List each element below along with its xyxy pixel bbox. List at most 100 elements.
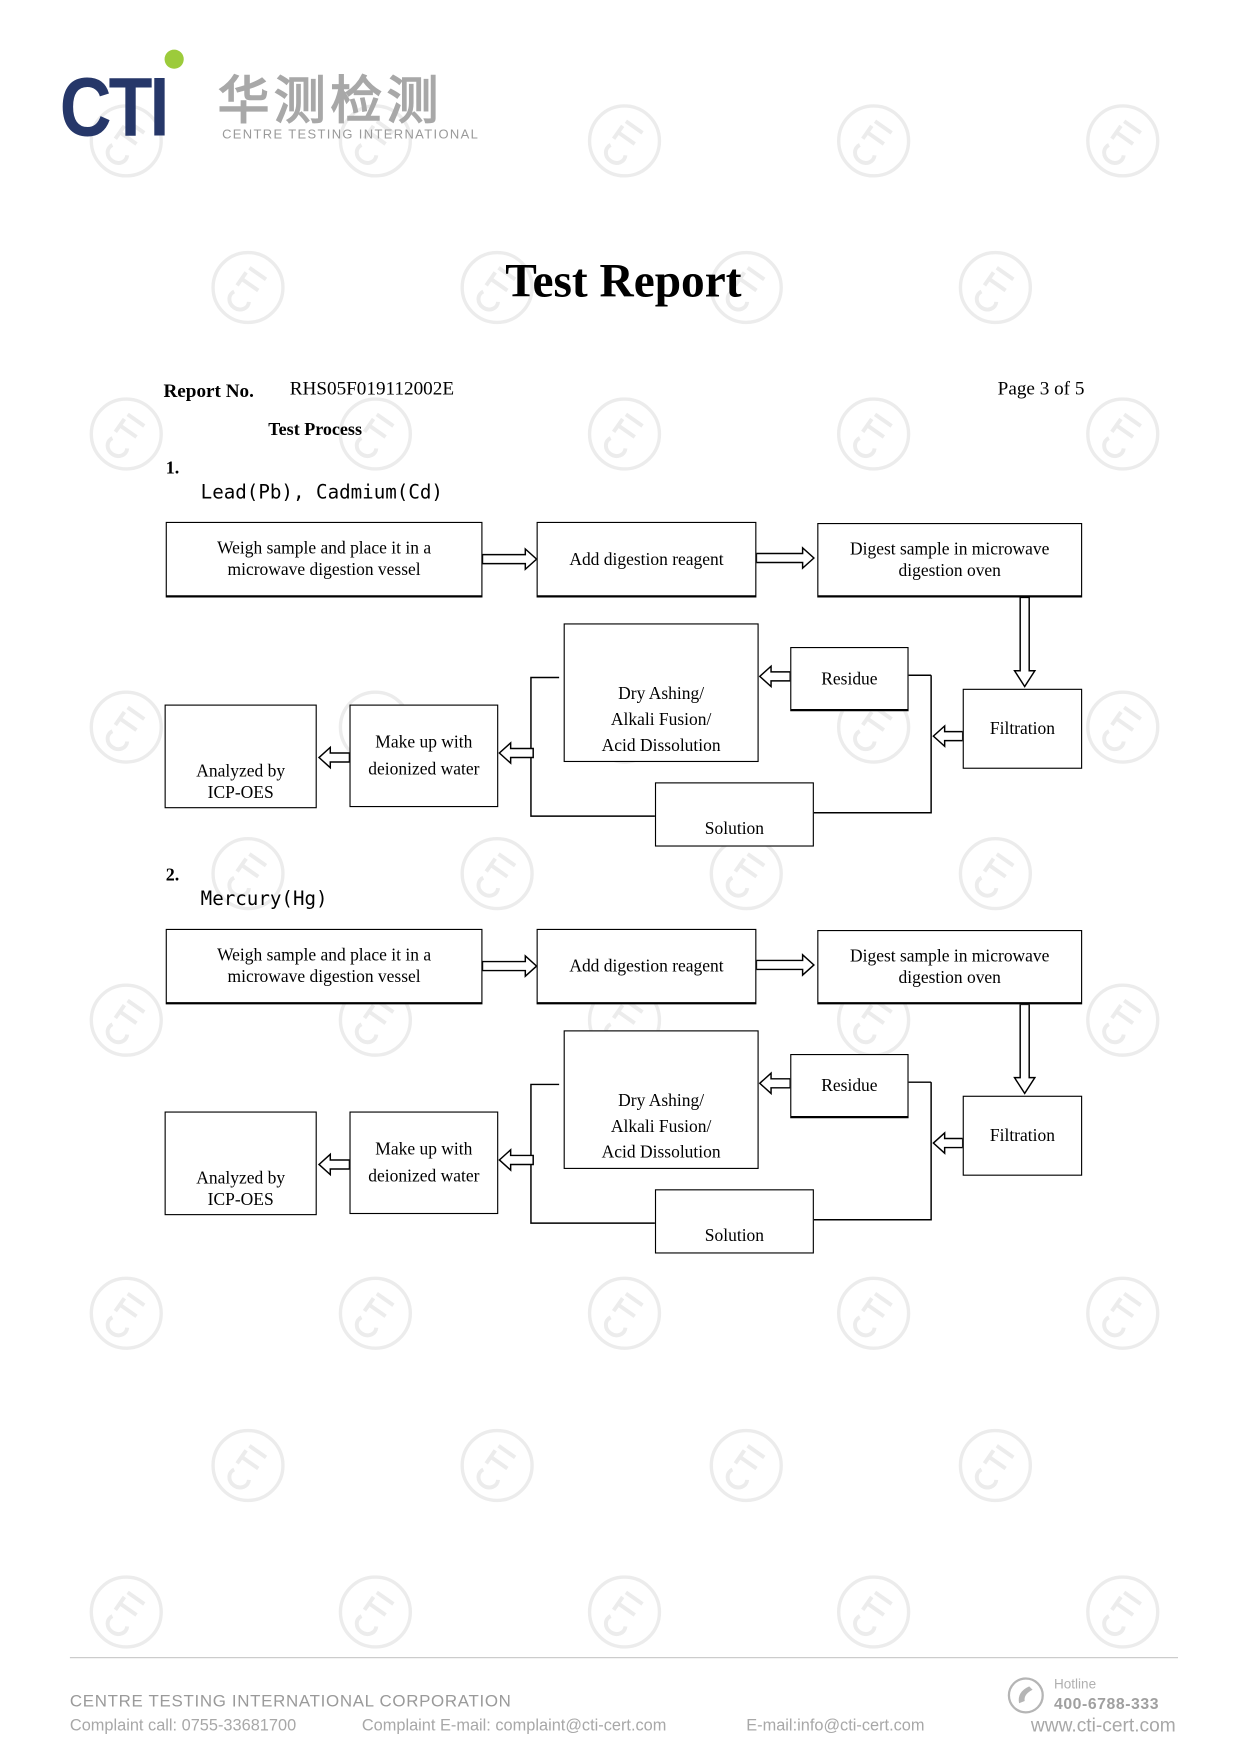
cti-watermark-icon [1086,1276,1160,1350]
cti-watermark-icon [89,1575,163,1649]
step-dry-ashing-line: Alkali Fusion/ [610,1117,712,1137]
step-analyzed-line: ICP-OES [207,1190,274,1210]
logo-dot [164,49,184,69]
step-dry-ashing: Dry Ashing/Alkali Fusion/Acid Dissolutio… [563,1030,759,1169]
step-filtration-text: Filtration [989,719,1055,739]
logo-chinese-name: 华测检测 [217,69,444,131]
step-add-reagent: Add digestion reagent [536,928,757,1005]
step-weigh-sample: Weigh sample and place it in a microwave… [165,521,483,598]
step-make-up: Make up with deionized water [349,704,499,808]
report-no-value: RHS05F019112002E [289,377,455,400]
cti-watermark-icon [836,104,911,178]
cti-watermark-icon [89,983,163,1057]
step-dry-ashing-line: Alkali Fusion/ [610,710,712,730]
cti-watermark-icon [958,250,1033,325]
cti-watermark-icon [1086,1575,1160,1649]
cti-watermark-icon [338,1575,413,1649]
section-number: 1. [165,458,180,478]
step-dry-ashing-line: Dry Ashing/ [618,684,705,704]
step-make-up-text: Make up with deionized water [368,1136,479,1190]
step-filtration-text: Filtration [989,1126,1055,1146]
step-weigh-sample-text: Weigh sample and place it in a microwave… [217,538,432,580]
section-heading: Test Process [268,420,362,440]
step-make-up-line: deionized water [368,1166,480,1186]
flow-arrow [1013,1003,1037,1095]
cti-watermark-icon [211,250,285,325]
step-make-up-line: deionized water [368,759,480,779]
footer-complaint-call: Complaint call: 0755-33681700 [69,1716,297,1735]
step-solution: Solution [654,1189,814,1254]
cti-watermark-icon [1086,397,1160,471]
step-analyzed-line: Analyzed by [196,1168,286,1189]
step-analyzed-line: ICP-OES [207,783,274,803]
flow-arrow [481,547,538,571]
step-digest-sample: Digest sample in microwave digestion ove… [817,523,1083,598]
step-solution-text: Solution [704,819,765,839]
hotline-label: Hotline [1053,1676,1097,1693]
footer-website: www.cti-cert.com [1030,1714,1176,1736]
step-residue: Residue [790,647,909,712]
footer-complaint-email: Complaint E-mail: complaint@cti-cert.com [361,1716,667,1735]
cti-watermark-icon [460,836,534,911]
cti-watermark-icon [338,104,413,178]
flow-arrow [755,546,815,570]
page-title: Test Report [505,255,742,308]
cti-watermark-icon [836,1276,911,1350]
cti-watermark-icon [1086,983,1160,1057]
cti-watermark-icon [587,104,662,178]
flow-arrow [755,953,815,977]
step-make-up-line: Make up with [375,1139,473,1159]
step-add-reagent-text: Add digestion reagent [569,549,724,569]
cti-watermark-icon [836,397,911,471]
cti-watermark-icon [211,836,285,911]
cti-watermark-icon [958,836,1033,911]
cti-watermark-icon [89,104,163,178]
flow-arrow [932,1131,964,1155]
step-add-reagent-text: Add digestion reagent [569,956,724,976]
step-filtration: Filtration [962,688,1083,769]
step-dry-ashing: Dry Ashing/Alkali Fusion/Acid Dissolutio… [563,623,759,763]
step-make-up-line: Make up with [375,732,473,752]
cti-watermark-icon [709,1428,783,1503]
flow-connector [813,1082,932,1221]
report-no-label: Report No. [163,379,254,402]
step-filtration: Filtration [962,1095,1083,1176]
cti-watermark-icon [89,397,163,471]
flow-arrow [481,954,538,978]
cti-watermark-icon [211,1428,285,1503]
step-dry-ashing-line: Acid Dissolution [601,736,721,756]
cti-watermark-icon [460,250,534,325]
cti-watermark-icon [958,1428,1033,1503]
step-solution: Solution [654,782,814,847]
step-analyzed-line: Analyzed by [196,762,286,782]
cti-watermark-icon [460,1428,534,1503]
step-make-up-text: Make up with deionized water [368,729,479,783]
cti-watermark-icon [89,690,163,764]
step-digest-sample: Digest sample in microwave digestion ove… [817,929,1083,1005]
flow-arrow [317,745,351,770]
cti-watermark-icon [836,1575,911,1649]
flow-connector [530,676,655,817]
cti-logo: CTI [59,59,170,154]
cti-watermark-icon [1086,690,1160,764]
footer-email: E-mail:info@cti-cert.com [746,1716,925,1735]
hotline-number: 400-6788-333 [1053,1694,1160,1713]
step-weigh-sample-text: Weigh sample and place it in a microwave… [217,945,432,987]
cti-watermark-icon [338,397,413,471]
step-dry-ashing-line: Dry Ashing/ [618,1091,705,1111]
footer-divider [69,1657,1178,1659]
flow-arrow [498,1148,534,1172]
step-add-reagent: Add digestion reagent [536,521,757,598]
flow-arrow [317,1152,351,1177]
step-weigh-sample: Weigh sample and place it in a microwave… [165,928,483,1005]
flow-arrow [932,724,964,748]
step-residue-text: Residue [821,669,878,689]
logo-english-name: CENTRE TESTING INTERNATIONAL [222,128,480,143]
phone-icon [1007,1677,1044,1714]
cti-watermark-icon [1086,104,1160,178]
